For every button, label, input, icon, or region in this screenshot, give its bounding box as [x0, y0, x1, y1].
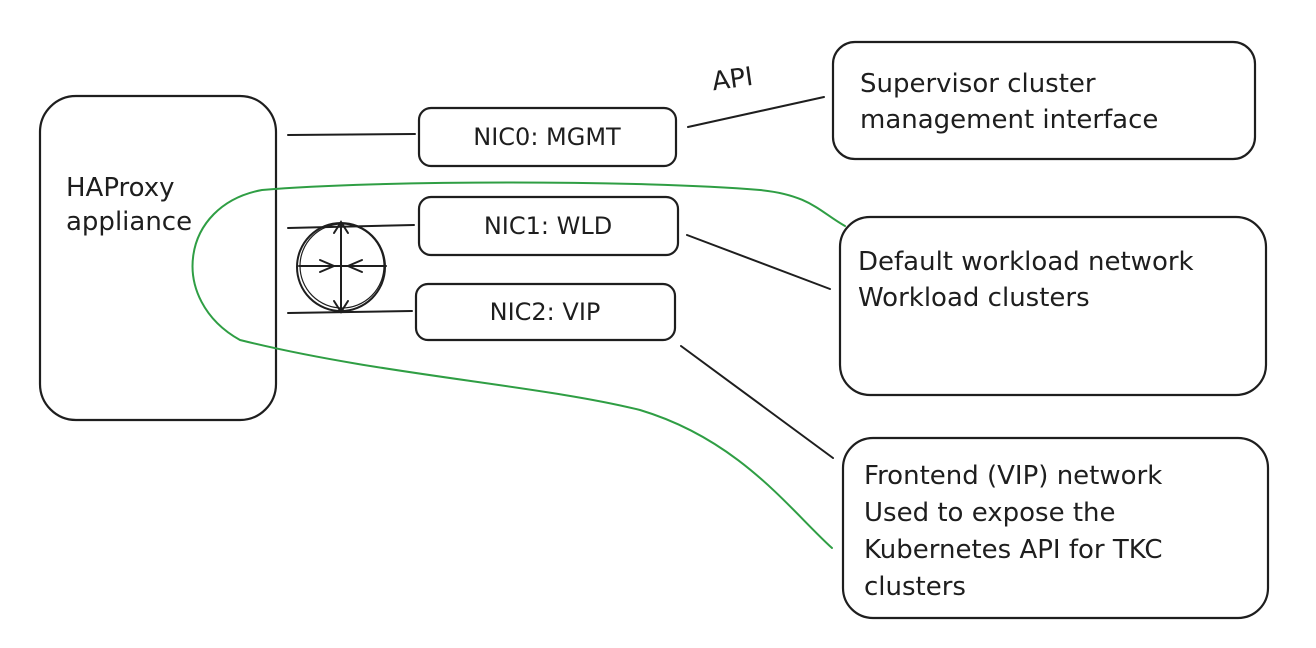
haproxy-nic0-connector — [287, 133, 416, 136]
frontend-node: Frontend (VIP) network Used to expose th… — [841, 436, 1270, 620]
frontend-box — [841, 436, 1270, 620]
haproxy-appliance-box — [38, 94, 278, 422]
nic2-box — [414, 282, 677, 342]
nic1-node: NIC1: WLD — [417, 195, 680, 257]
frontend-label-line3: Kubernetes API for TKC — [864, 535, 1163, 565]
haproxy-label-line1: HAProxy — [66, 173, 175, 203]
nic2-node: NIC2: VIP — [414, 282, 677, 342]
workload-label-line2: Workload clusters — [858, 283, 1090, 313]
frontend-label-line4: clusters — [864, 572, 966, 602]
nic2-label: NIC2: VIP — [490, 298, 601, 326]
nic1-label: NIC1: WLD — [484, 212, 612, 240]
workload-box — [838, 215, 1268, 397]
haproxy-appliance-node: HAProxy appliance — [38, 94, 278, 422]
supervisor-box — [831, 40, 1257, 161]
nic1-workload-connector — [686, 234, 831, 290]
workload-label-line1: Default workload network — [858, 247, 1194, 277]
frontend-label-line2: Used to expose the — [864, 498, 1116, 528]
api-label: API — [710, 62, 755, 97]
nic0-supervisor-connector — [687, 96, 825, 128]
nic0-box — [417, 106, 678, 168]
nic2-frontend-connector — [680, 345, 834, 459]
nic0-node: NIC0: MGMT — [417, 106, 678, 168]
haproxy-label-line2: appliance — [66, 207, 192, 237]
merge-symbol-icon — [296, 220, 387, 314]
supervisor-label-line1: Supervisor cluster — [860, 69, 1096, 99]
supervisor-node: Supervisor cluster management interface — [831, 40, 1257, 161]
supervisor-label-line2: management interface — [860, 105, 1158, 135]
frontend-label-line1: Frontend (VIP) network — [864, 461, 1162, 491]
nic0-label: NIC0: MGMT — [473, 123, 621, 151]
haproxy-nic2-connector — [287, 310, 413, 314]
workload-node: Default workload network Workload cluste… — [838, 215, 1268, 397]
nic1-box — [417, 195, 680, 257]
workload-frontend-grouping-curve — [191, 181, 846, 549]
haproxy-nic1-connector — [287, 224, 415, 229]
